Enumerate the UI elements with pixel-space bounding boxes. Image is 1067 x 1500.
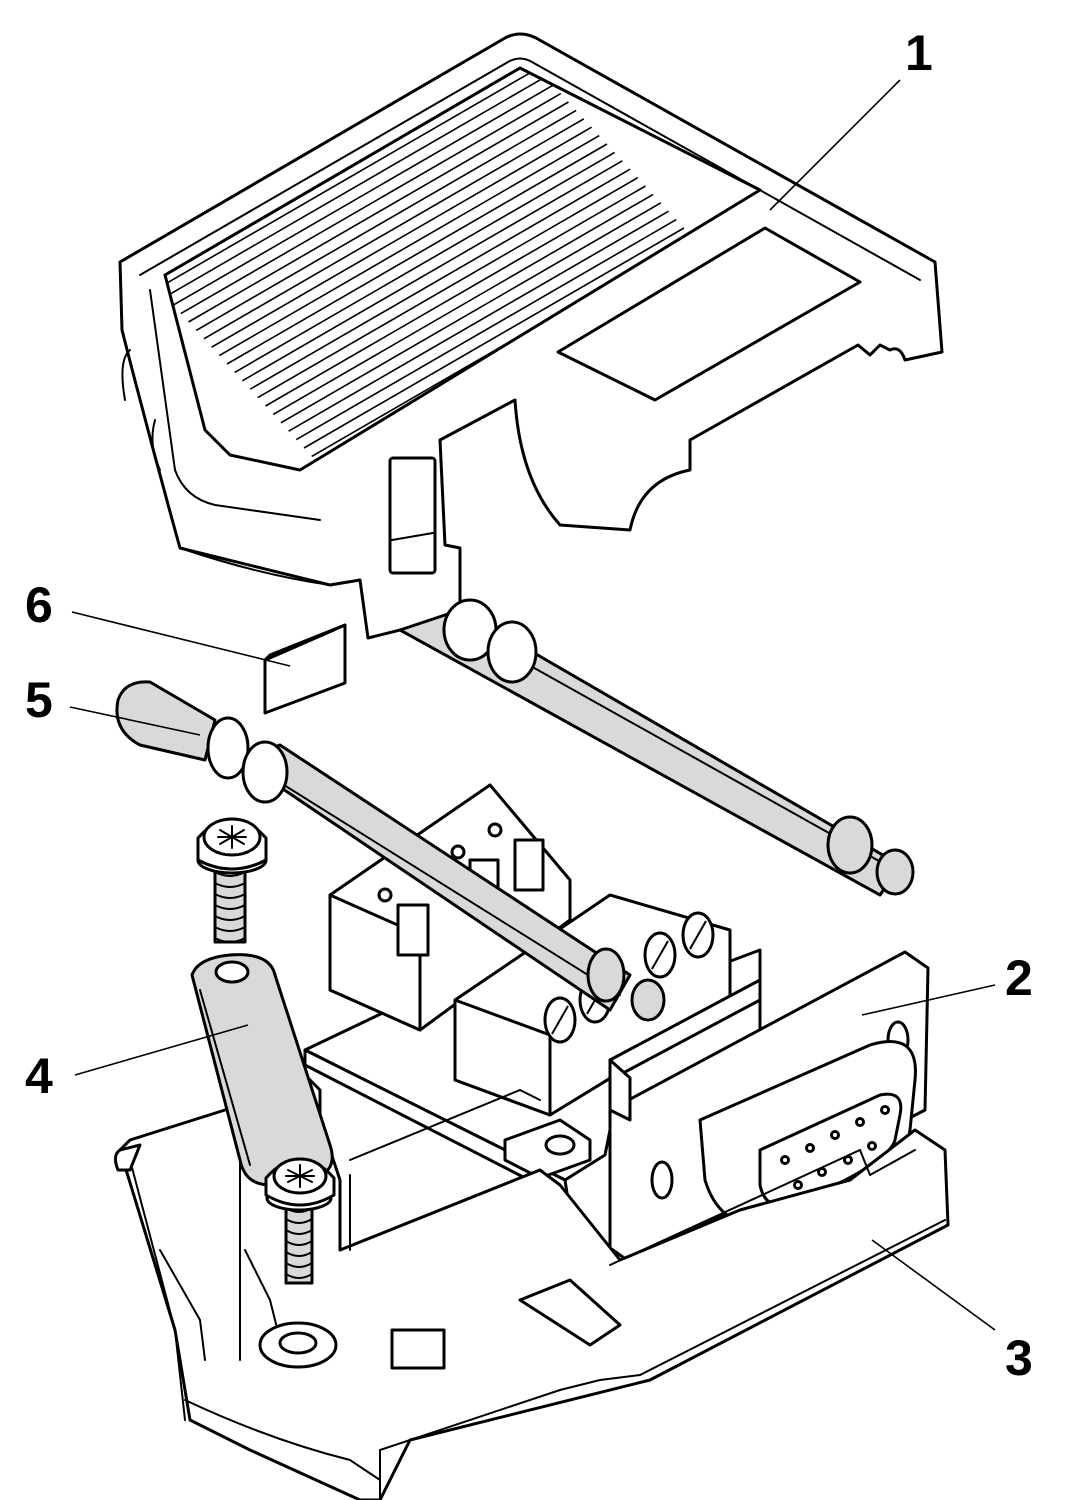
leader-lines [69,79,996,1331]
insulating-plate [263,623,347,715]
callout-6: 6 [25,577,53,633]
callouts: 1 2 3 4 5 6 [25,25,1033,1386]
leader-3 [871,1239,996,1331]
mounting-screw-top [196,817,268,944]
front-guide-pin [115,680,666,1022]
leader-6 [71,611,291,667]
leader-5 [69,706,201,736]
mounting-screw-bottom [264,1157,336,1285]
callout-4: 4 [25,1048,53,1104]
strain-relief-clamp [190,953,334,1187]
leader-4 [74,1024,249,1076]
callout-2: 2 [1005,950,1033,1006]
leader-1 [769,79,901,211]
callout-5: 5 [25,672,53,728]
leader-2 [861,984,996,1016]
callout-3: 3 [1005,1330,1033,1386]
top-housing-cover [118,32,944,640]
rear-guide-pin [398,598,915,897]
callout-1: 1 [905,25,933,81]
label-field [556,226,862,402]
pcb-connector-assembly [303,783,930,1264]
latch-slot [388,456,437,575]
